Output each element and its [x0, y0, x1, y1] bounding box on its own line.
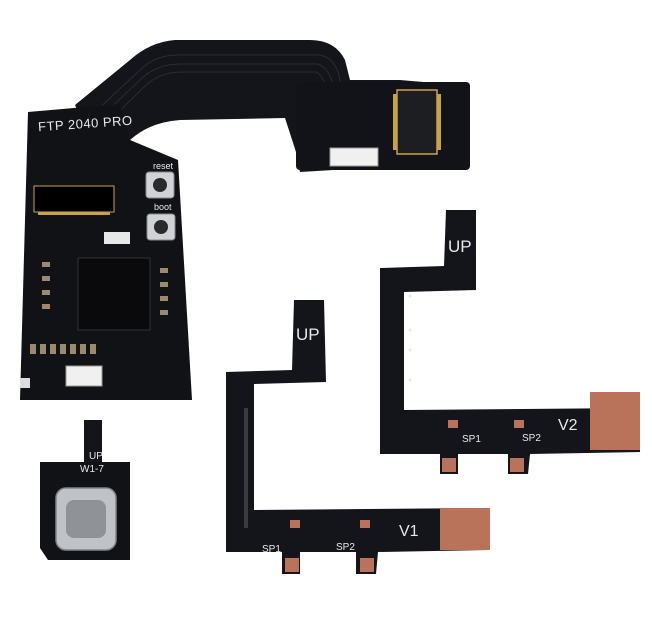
- v2-version-label: V2: [558, 417, 578, 434]
- v2-sp1-label: SP1: [462, 434, 481, 445]
- usb-c-port-opening: [66, 500, 106, 538]
- v1-up-label: UP: [296, 325, 320, 344]
- v1-sp2-label: SP2: [336, 542, 355, 553]
- board-to-board-connector: [396, 89, 438, 155]
- main-pcb: [20, 104, 192, 400]
- usb-up-label: UP: [89, 451, 103, 462]
- v2-sp2-label: SP2: [522, 433, 541, 444]
- v1-sp2-pad: [360, 558, 374, 572]
- boot-label: boot: [154, 202, 172, 212]
- reset-button-cap: [153, 178, 167, 192]
- usb-flex-cable: [84, 420, 102, 468]
- led-component: [20, 378, 30, 388]
- fpc-connector: [329, 147, 379, 167]
- v1-sp1-label: SP1: [262, 544, 281, 555]
- boot-button-cap: [154, 220, 168, 234]
- v2-up-label: UP: [448, 237, 472, 256]
- reset-label: reset: [153, 161, 174, 171]
- mcu-chip: [77, 257, 151, 331]
- flex-connector-board: [296, 82, 470, 170]
- usb-version-label: W1-7: [80, 464, 104, 475]
- v1-copper-pad: [440, 508, 490, 550]
- jst-connector: [65, 365, 103, 387]
- v2-copper-pad: [590, 392, 640, 450]
- v1-sp1-pad: [285, 558, 299, 572]
- crystal-component: [104, 232, 130, 244]
- v2-sp2-pad: [510, 458, 524, 472]
- v1-version-label: V1: [399, 523, 419, 540]
- ribbon-connector: [33, 185, 115, 213]
- v2-flex-board: [380, 210, 640, 474]
- v2-sp1-pad: [442, 458, 456, 472]
